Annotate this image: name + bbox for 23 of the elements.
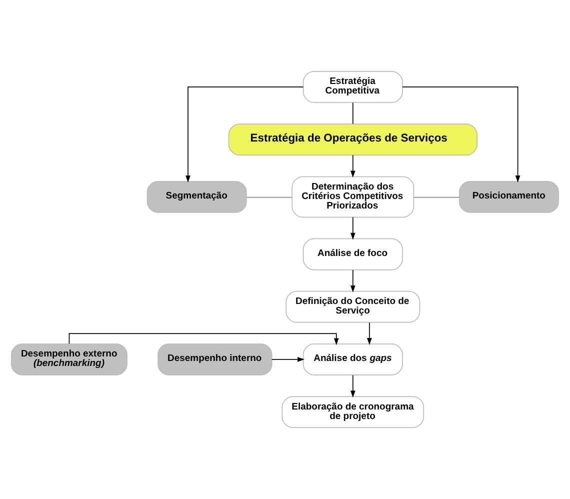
node-box: Determinação dos Critérios Competitivos Priorizados [292, 176, 414, 218]
arrow [350, 216, 356, 240]
node-box: Elaboração de cronograma de projeto [282, 396, 424, 428]
node-box: Análise de foco [302, 238, 403, 270]
node-box: Segmentação [146, 180, 247, 213]
node-box: Definição do Conceito de Serviço [286, 290, 420, 323]
node-box: Estratégia de Operações de Serviços [228, 124, 478, 156]
arrow [350, 374, 356, 398]
arrow [402, 86, 520, 182]
node-box: Desempenho interno [158, 343, 272, 376]
arrow [186, 86, 304, 182]
node-box: Posicionamento [458, 180, 559, 213]
arrow [367, 322, 372, 345]
node-box: Desempenho externo (benchmarking) [11, 343, 128, 376]
arrow [350, 270, 356, 292]
node-box: Análise dos gaps [302, 343, 403, 376]
connector [246, 196, 293, 198]
arrow [350, 154, 356, 178]
arrow [68, 333, 339, 346]
node-box: Estratégia Competitiva [302, 71, 403, 103]
connector [352, 102, 354, 124]
arrow [271, 357, 304, 362]
connector [413, 196, 460, 198]
